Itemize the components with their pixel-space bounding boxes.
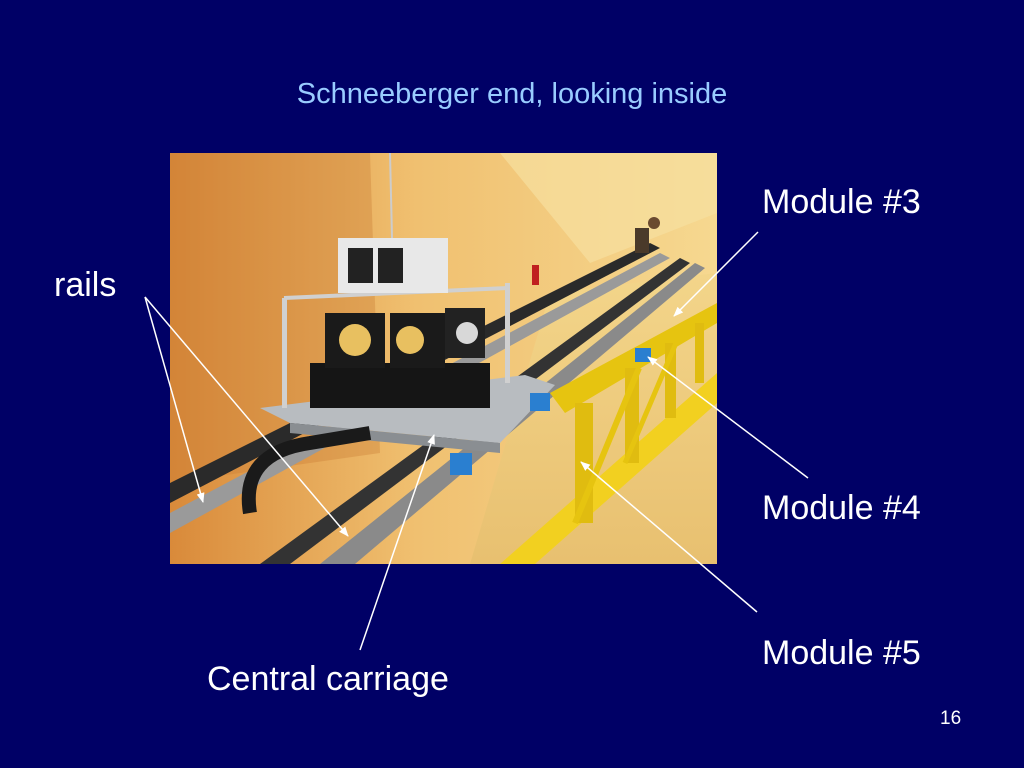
module-5-label: Module #5 <box>762 634 921 672</box>
test-bench-photo <box>170 153 717 564</box>
module-4-label: Module #4 <box>762 489 921 527</box>
page-number: 16 <box>940 708 962 729</box>
module-3-label: Module #3 <box>762 183 921 221</box>
slide-title: Schneeberger end, looking inside <box>296 78 728 110</box>
central-carriage-label: Central carriage <box>207 660 449 698</box>
rails-label: rails <box>54 266 117 304</box>
